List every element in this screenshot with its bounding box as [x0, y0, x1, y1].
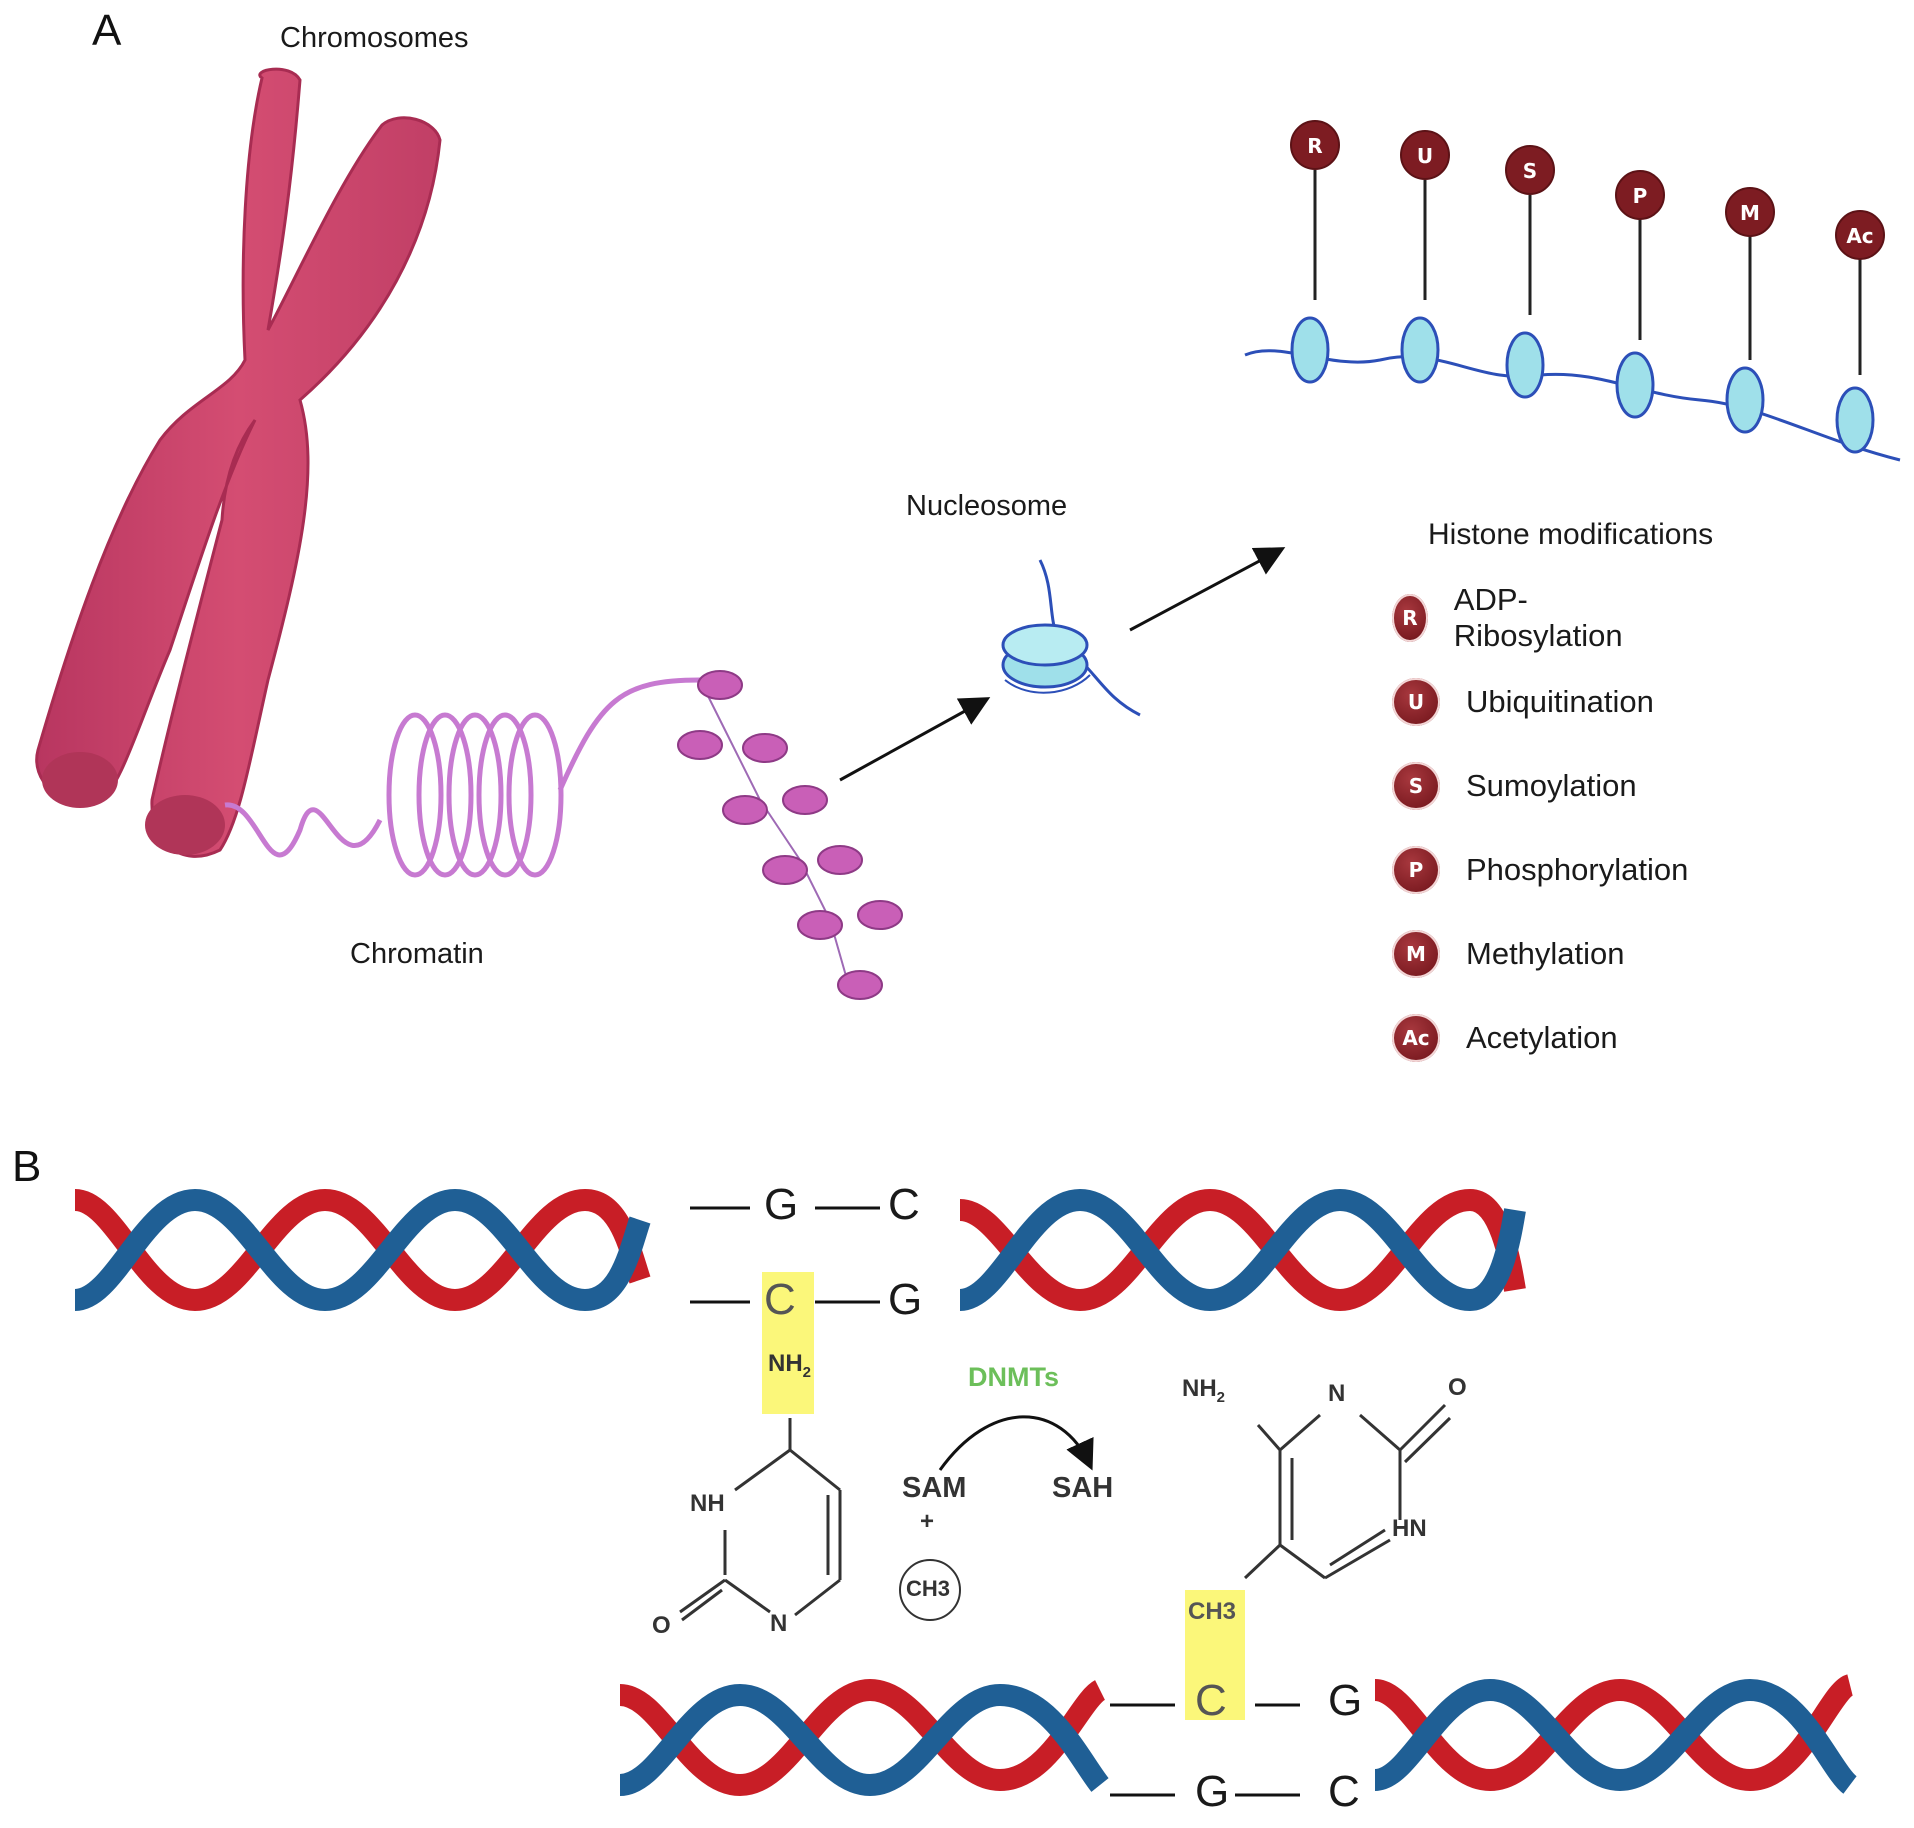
- modification-badge-label: M: [1740, 201, 1760, 225]
- bottom-pair-g2: G: [1195, 1767, 1230, 1816]
- histone-modifications-title: Histone modifications: [1428, 518, 1714, 551]
- chromosome-illustration: [35, 67, 442, 858]
- chromatin-fiber: [224, 677, 701, 878]
- nucleosome-label: Nucleosome: [906, 490, 1068, 522]
- dna-helix-bottom-right: [1373, 1674, 1858, 1794]
- dna-helix-top-right: [958, 1188, 1526, 1312]
- legend-item: R ADP-Ribosylation: [1392, 582, 1635, 653]
- top-pair-c1: C: [888, 1180, 920, 1229]
- legend-badge: S: [1392, 762, 1440, 810]
- ch3-highlight-label: CH3: [1188, 1598, 1237, 1625]
- bottom-pair-g1: G: [1328, 1676, 1363, 1725]
- bottom-pair-c2: C: [1328, 1767, 1360, 1816]
- legend-badge: Ac: [1392, 1014, 1440, 1062]
- methyl-hn-label: HN: [1392, 1515, 1427, 1542]
- bottom-base-pair-bonds: [1110, 1703, 1300, 1797]
- legend-text: Acetylation: [1466, 1020, 1618, 1055]
- top-pair-g1: G: [764, 1180, 799, 1229]
- modification-badge-label: R: [1307, 134, 1322, 158]
- highlight-c-bottom: [1185, 1590, 1245, 1720]
- top-base-pair-bonds: [690, 1206, 880, 1304]
- top-pair-g2: G: [888, 1275, 923, 1324]
- dna-helix-bottom-left: [618, 1678, 1109, 1797]
- nucleosome-beads: [677, 670, 903, 1000]
- legend-text: Ubiquitination: [1466, 684, 1654, 719]
- legend-text: Sumoylation: [1466, 768, 1637, 803]
- legend-item: P Phosphorylation: [1392, 842, 1688, 898]
- arrow-to-nucleosome: [839, 697, 991, 782]
- legend-text: Methylation: [1466, 936, 1625, 971]
- legend-badge: P: [1392, 846, 1440, 894]
- cytosine-structure: [679, 1418, 842, 1622]
- methyl-n-label: N: [1328, 1380, 1346, 1407]
- modification-badge-label: Ac: [1846, 224, 1873, 248]
- bottom-pair-c1: C: [1195, 1676, 1227, 1725]
- top-pair-c2: C: [764, 1275, 796, 1324]
- dna-helix-top-left: [73, 1188, 651, 1312]
- modification-badge: [1290, 120, 1340, 170]
- arrow-to-histone: [1129, 547, 1286, 632]
- sah-label: SAH: [1052, 1472, 1114, 1504]
- legend-item: U Ubiquitination: [1392, 674, 1654, 730]
- modification-badge-label: S: [1523, 159, 1537, 183]
- legend-item: M Methylation: [1392, 926, 1625, 982]
- dnmts-label: DNMTs: [968, 1362, 1059, 1392]
- ch3-circle-label: CH3: [906, 1576, 951, 1601]
- modification-badge-label: U: [1417, 144, 1433, 168]
- legend-item: S Sumoylation: [1392, 758, 1637, 814]
- plus-label: +: [920, 1508, 935, 1535]
- modification-badge: [1725, 187, 1775, 237]
- legend-item: Ac Acetylation: [1392, 1010, 1618, 1066]
- sam-label: SAM: [902, 1472, 967, 1504]
- methyl-nh2-label: NH2: [1182, 1375, 1226, 1406]
- reaction-arrow: [938, 1415, 1094, 1471]
- legend-badge: M: [1392, 930, 1440, 978]
- modification-badge: [1835, 210, 1885, 260]
- legend-badge: U: [1392, 678, 1440, 726]
- chromatin-label: Chromatin: [350, 938, 484, 970]
- top-badges: R U S P M Ac: [1290, 120, 1885, 260]
- methyl-o-label: O: [1448, 1374, 1467, 1401]
- modification-badge-label: P: [1633, 184, 1648, 208]
- cytosine-o-label: O: [652, 1612, 671, 1639]
- ch3-circle: [899, 1559, 961, 1621]
- modification-badge: [1400, 130, 1450, 180]
- panel-a-letter: A: [92, 6, 122, 55]
- cytosine-n-label: N: [770, 1610, 788, 1637]
- methylcytosine-structure: [1243, 1403, 1452, 1580]
- modification-badge: [1615, 170, 1665, 220]
- histone-strand: [1244, 170, 1901, 462]
- legend-text: Phosphorylation: [1466, 852, 1689, 887]
- cytosine-nh-label: NH: [690, 1490, 725, 1517]
- nh2-top-label: NH2: [768, 1350, 812, 1381]
- highlight-c-top: [762, 1272, 814, 1414]
- panel-b-letter: B: [12, 1142, 42, 1191]
- chromosomes-label: Chromosomes: [280, 22, 469, 54]
- modification-badge: [1505, 145, 1555, 195]
- legend-text: ADP-Ribosylation: [1453, 582, 1623, 653]
- nucleosome-illustration: [1001, 559, 1141, 717]
- legend-badge: R: [1392, 594, 1428, 642]
